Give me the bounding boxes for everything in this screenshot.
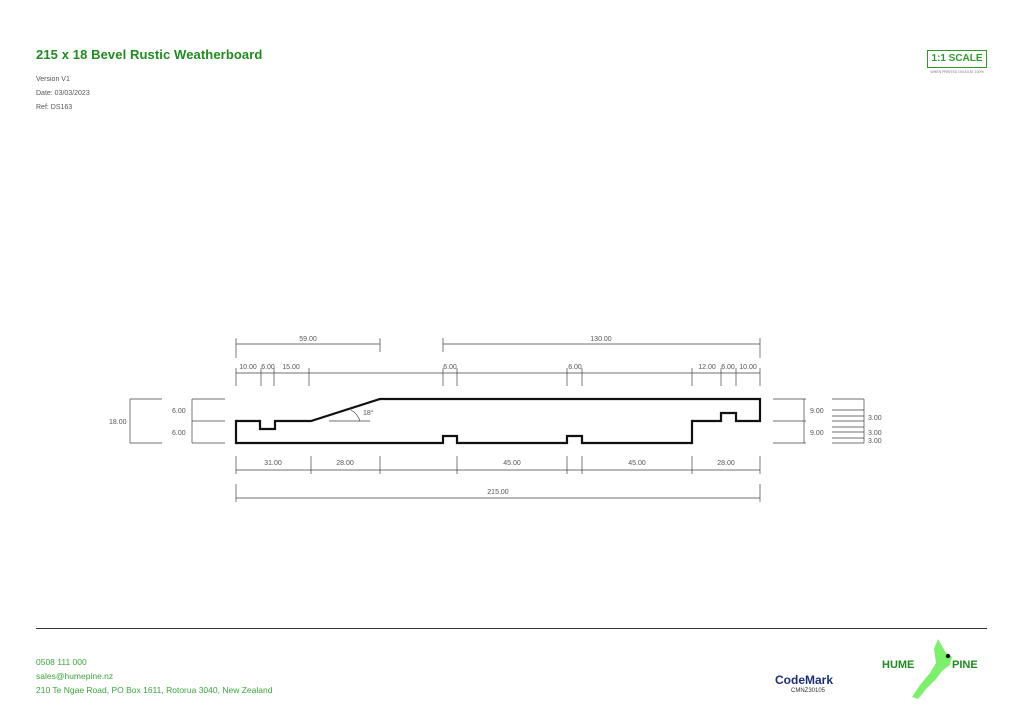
dim-right: 9.00: [810, 430, 824, 437]
scale-badge: 1:1 SCALE: [927, 50, 987, 68]
date: Date: 03/03/2023: [36, 90, 90, 97]
dim-top: 12.00: [698, 364, 716, 371]
phone: 0508 111 000: [36, 657, 87, 667]
dim-right-small: 3.00: [868, 430, 882, 437]
brand-hume: HUME: [882, 659, 914, 671]
scale-note: WHEN PRINTED ON A3 AT 100%: [930, 70, 984, 74]
page-title: 215 x 18 Bevel Rustic Weatherboard: [36, 47, 263, 62]
dim-bottom: 31.00: [264, 460, 282, 467]
dim-130: 130.00: [590, 336, 612, 343]
dim-top: 15.00: [282, 364, 300, 371]
dim-top: 10.00: [739, 364, 757, 371]
dim-top: 6.00: [721, 364, 735, 371]
reference: Ref: DS163: [36, 104, 73, 111]
dim-top: 6.00: [443, 364, 457, 371]
humepine-logo: HUME PINE: [882, 639, 978, 699]
codemark-logo: CodeMark: [775, 673, 834, 687]
dim-bottom: 45.00: [628, 460, 646, 467]
email: sales@humepine.nz: [36, 671, 114, 681]
dim-top: 6.00: [261, 364, 275, 371]
dim-bottom: 28.00: [336, 460, 354, 467]
brand-pine: PINE: [952, 659, 978, 671]
dim-bottom: 45.00: [503, 460, 521, 467]
dim-left: 6.00: [172, 430, 186, 437]
dimension-lines: [129, 338, 865, 502]
dim-top: 10.00: [239, 364, 257, 371]
codemark-number: CMNZ30105: [791, 688, 826, 694]
angle-label: 18°: [363, 409, 374, 417]
address: 210 Te Ngae Road, PO Box 1611, Rotorua 3…: [36, 685, 273, 695]
weatherboard-profile: [234, 397, 762, 445]
dim-right-small: 3.00: [868, 415, 882, 422]
dim-overall: 215.00: [487, 489, 509, 496]
dim-top: 6.00: [568, 364, 582, 371]
dim-left: 6.00: [172, 408, 186, 415]
dim-bottom: 28.00: [717, 460, 735, 467]
dim-59: 59.00: [299, 336, 317, 343]
dim-height: 18.00: [109, 419, 127, 426]
dim-right: 9.00: [810, 408, 824, 415]
version: Version V1: [36, 76, 70, 83]
dim-right-small: 3.00: [868, 438, 882, 445]
footer-divider: [36, 628, 987, 629]
